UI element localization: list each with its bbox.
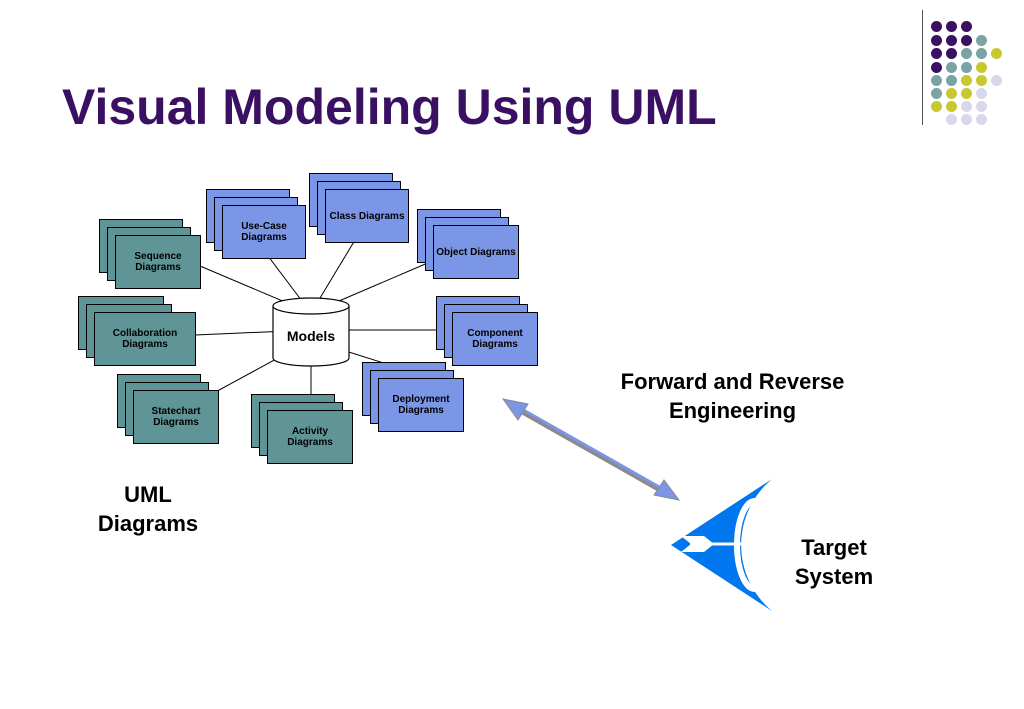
- models-label: Models: [286, 328, 336, 344]
- database-icon: [272, 297, 350, 367]
- dot: [991, 48, 1002, 59]
- dot: [946, 48, 957, 59]
- dot: [976, 62, 987, 73]
- diagram-label-collaboration: Collaboration Diagrams: [94, 312, 196, 366]
- dot: [946, 88, 957, 99]
- dot: [931, 48, 942, 59]
- dot: [961, 88, 972, 99]
- dot: [961, 35, 972, 46]
- dot: [946, 21, 957, 32]
- dot: [946, 101, 957, 112]
- dot: [976, 114, 987, 125]
- diagram-label-deployment: Deployment Diagrams: [378, 378, 464, 432]
- dot: [931, 62, 942, 73]
- diagram-label-component: Component Diagrams: [452, 312, 538, 366]
- dot: [946, 114, 957, 125]
- dot: [946, 75, 957, 86]
- dot: [961, 62, 972, 73]
- dot: [946, 62, 957, 73]
- title-divider: [922, 10, 923, 125]
- diagram-label-object: Object Diagrams: [433, 225, 519, 279]
- dot: [961, 114, 972, 125]
- dot: [931, 21, 942, 32]
- diagram-label-statechart: Statechart Diagrams: [133, 390, 219, 444]
- forward-reverse-label: Forward and Reverse Engineering: [620, 369, 845, 423]
- page-title: Visual Modeling Using UML: [62, 79, 717, 135]
- dot: [961, 48, 972, 59]
- arrow-icon: [681, 536, 756, 552]
- dot: [931, 35, 942, 46]
- diagram-label-activity: Activity Diagrams: [267, 410, 353, 464]
- target-icon: [671, 479, 776, 611]
- diagram-label-use-case: Use-Case Diagrams: [222, 205, 306, 259]
- dot: [931, 101, 942, 112]
- dot: [961, 75, 972, 86]
- uml-diagrams-label: UML Diagrams: [97, 482, 199, 536]
- dot: [976, 75, 987, 86]
- dot: [976, 88, 987, 99]
- dot: [961, 21, 972, 32]
- double-arrow-icon: [501, 398, 681, 501]
- dot: [991, 75, 1002, 86]
- dot: [976, 48, 987, 59]
- diagram-label-sequence: Sequence Diagrams: [115, 235, 201, 289]
- target-system-label: Target System: [794, 535, 874, 589]
- dot: [931, 88, 942, 99]
- dot: [946, 35, 957, 46]
- dot: [976, 35, 987, 46]
- diagram-label-class: Class Diagrams: [325, 189, 409, 243]
- dot: [931, 75, 942, 86]
- dot: [976, 101, 987, 112]
- dot: [961, 101, 972, 112]
